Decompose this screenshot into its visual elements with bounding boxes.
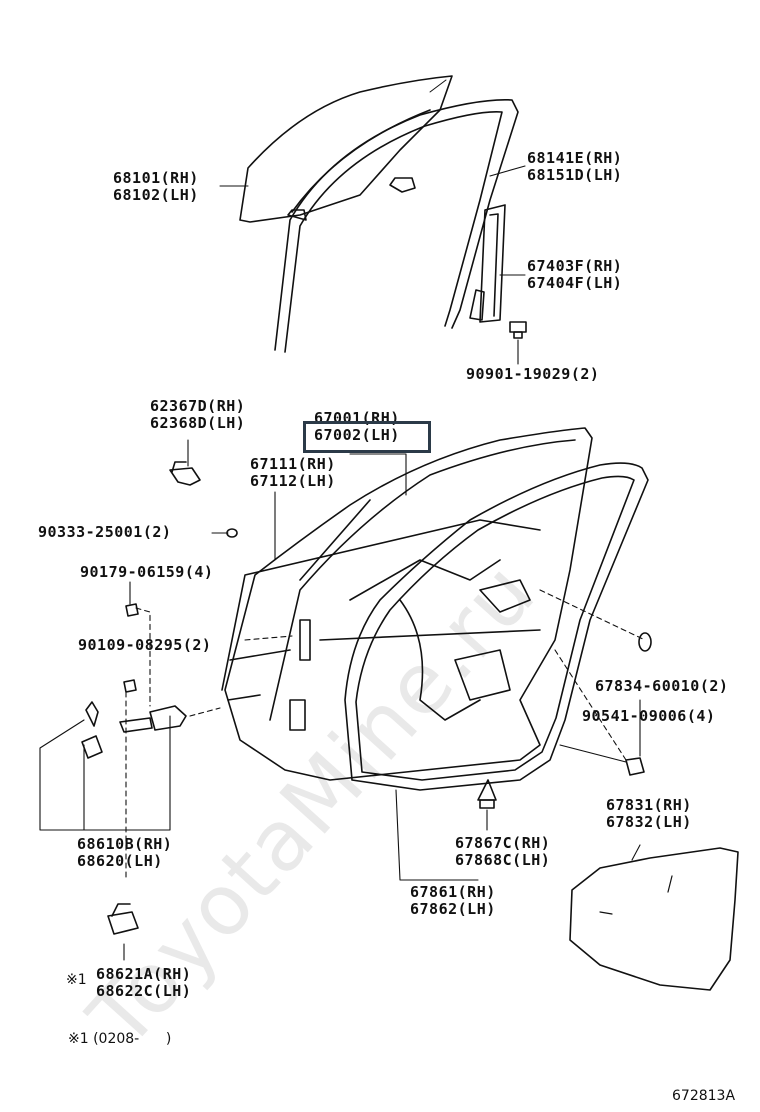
clip-shape bbox=[477, 779, 497, 809]
highlighted-part-box bbox=[303, 421, 431, 453]
bolt-06159-shape bbox=[125, 603, 139, 617]
service-hole-cover-shape bbox=[569, 847, 739, 991]
callout-service-hole-cover: 67831(RH)67832(LH) bbox=[606, 796, 692, 831]
callout-bolt-06159: 90179-06159(4) bbox=[80, 563, 214, 581]
cover-62367-shape bbox=[169, 461, 201, 486]
callout-plug-25001: 90333-25001(2) bbox=[38, 523, 172, 541]
stopper-shape bbox=[107, 903, 139, 935]
callout-cover-62367: 62367D(RH)62368D(LH) bbox=[150, 397, 246, 432]
callout-stopper: 68621A(RH)68622C(LH) bbox=[96, 965, 192, 1000]
weatherstrip-shape bbox=[344, 462, 649, 791]
callout-plug-60010: 67834-60010(2) bbox=[595, 677, 729, 695]
callout-hole-plug-09006: 90541-09006(4) bbox=[582, 707, 716, 725]
window-glass-shape bbox=[239, 75, 453, 223]
hole-plug-09006-shape bbox=[625, 757, 645, 776]
callout-weatherstrip: 67861(RH)67862(LH) bbox=[410, 883, 496, 918]
footnote-marker: ※1 bbox=[66, 972, 87, 988]
callout-glass-run: 68141E(RH)68151D(LH) bbox=[527, 149, 623, 184]
callout-bolt-08295: 90109-08295(2) bbox=[78, 636, 212, 654]
callout-bolt-19029: 90901-19029(2) bbox=[466, 365, 600, 383]
checker-shape bbox=[81, 701, 187, 759]
footnote: ※1 (0208- ) bbox=[68, 1031, 172, 1047]
plug-60010-shape bbox=[638, 632, 652, 652]
bolt-19029-shape bbox=[509, 321, 527, 339]
division-bar-shape bbox=[469, 204, 506, 323]
diagram-number: 672813A bbox=[672, 1088, 736, 1104]
door-panel-shape bbox=[224, 427, 593, 781]
callout-checker: 68610B(RH)68620(LH) bbox=[77, 835, 173, 870]
bolt-08295-shape bbox=[123, 679, 137, 693]
outer-panel-shape bbox=[221, 519, 541, 701]
glass-run-shape bbox=[274, 98, 519, 353]
callout-division-bar: 67403F(RH)67404F(LH) bbox=[527, 257, 623, 292]
callout-outer-panel: 67111(RH)67112(LH) bbox=[250, 455, 336, 490]
callout-window-glass: 68101(RH)68102(LH) bbox=[113, 169, 199, 204]
callout-clip: 67867C(RH)67868C(LH) bbox=[455, 834, 551, 869]
